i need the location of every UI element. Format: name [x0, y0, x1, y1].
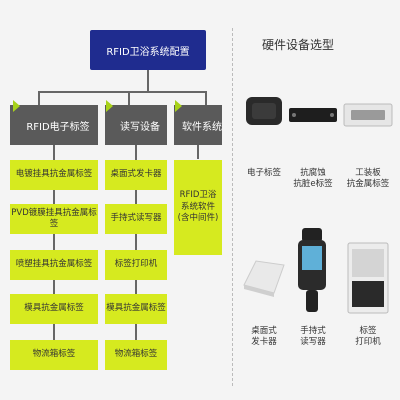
connector: [197, 145, 199, 159]
leaf-tag: PVD镀膜挂具抗金属标签: [10, 204, 98, 234]
leaf-reader: 标签打印机: [105, 250, 167, 280]
connector: [38, 91, 206, 93]
connector: [38, 91, 40, 105]
category-label: RFID电子标签: [26, 121, 90, 133]
desktop-card-issuer-image: [238, 250, 288, 302]
leaf-tag: 喷塑挂具抗金属标签: [10, 250, 98, 280]
leaf-reader: 桌面式发卡器: [105, 160, 167, 190]
root-label: RFID卫浴系统配置: [106, 46, 190, 58]
handheld-reader-image: [290, 226, 334, 316]
category-rfid-tags: RFID电子标签: [10, 105, 98, 145]
leaf-reader: 模具抗金属标签: [105, 294, 167, 324]
leaf-software: RFID卫浴 系统软件 (含中间件): [174, 160, 222, 255]
connector: [205, 91, 207, 105]
root-node: RFID卫浴系统配置: [90, 30, 206, 70]
leaf-tag: 物流箱标签: [10, 340, 98, 370]
corrosion-tag-image: [288, 100, 338, 130]
hardware-caption: 标签 打印机: [355, 326, 381, 348]
arrow-icon: [13, 100, 20, 112]
category-software: 软件系统: [174, 105, 222, 145]
hardware-caption: 手持式 读写器: [300, 326, 326, 348]
category-label: 读写设备: [120, 121, 160, 133]
panel-divider: [232, 28, 233, 386]
arrow-icon: [106, 100, 113, 112]
leaf-tag: 电镀挂具抗金属标签: [10, 160, 98, 190]
leaf-reader: 物流箱标签: [105, 340, 167, 370]
rfid-tag-image: [243, 90, 285, 132]
connector: [147, 70, 149, 92]
connector: [128, 91, 130, 105]
hardware-caption: 电子标签: [246, 168, 281, 178]
category-readers: 读写设备: [105, 105, 167, 145]
leaf-tag: 模具抗金属标签: [10, 294, 98, 324]
hardware-caption: 桌面式 发卡器: [251, 326, 277, 348]
category-label: 软件系统: [182, 121, 222, 133]
arrow-icon: [175, 100, 182, 112]
hardware-caption: 抗腐蚀 抗脏e标签: [293, 168, 333, 190]
label-printer-image: [344, 238, 392, 318]
hardware-caption: 工装板 抗金属标签: [346, 168, 390, 190]
pallet-tag-image: [343, 98, 393, 132]
leaf-reader: 手持式读写器: [105, 204, 167, 234]
hardware-title: 硬件设备选型: [262, 38, 335, 52]
